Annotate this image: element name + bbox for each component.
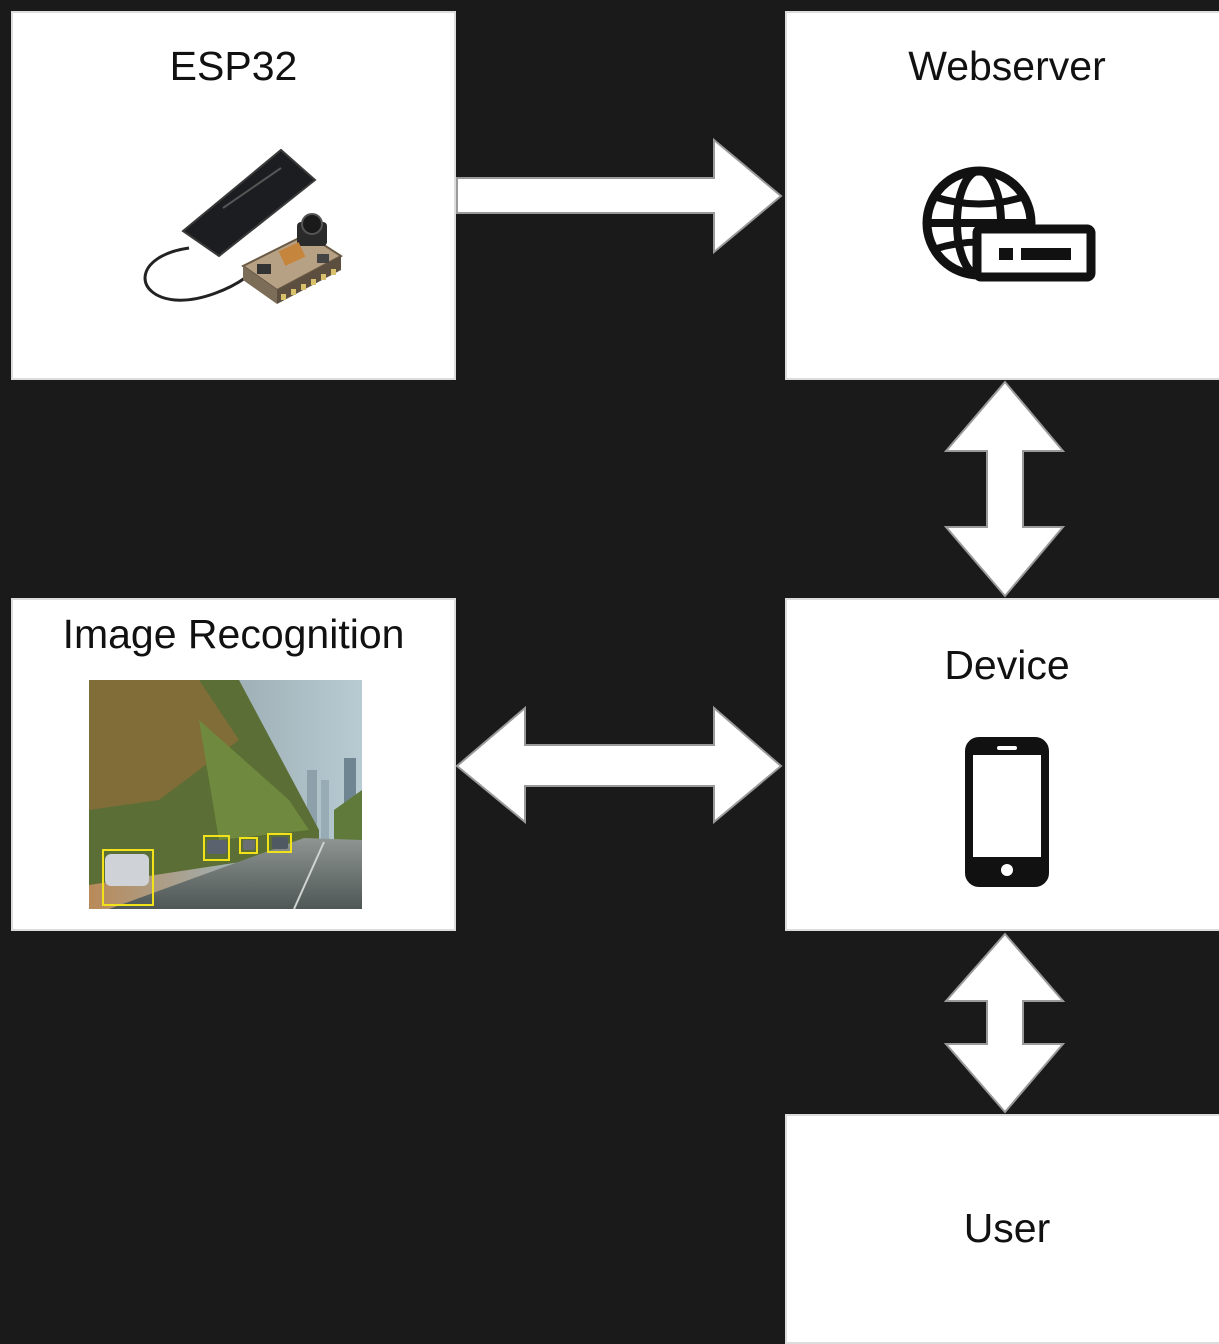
globe-server-icon [922,166,1096,282]
webserver-node: Webserver [785,11,1219,380]
esp32-board-image [143,148,343,304]
user-node: User [785,1114,1219,1344]
image-recognition-node: Image Recognition [11,598,456,931]
device-title: Device [944,642,1070,688]
device-node: Device [785,598,1219,931]
smartphone-icon [965,737,1049,887]
device-user-arrow [943,932,1066,1114]
esp32-title: ESP32 [169,43,298,89]
image-recognition-device-arrow [455,705,783,825]
user-title: User [963,1205,1051,1251]
image-recognition-title: Image Recognition [62,611,405,657]
webserver-device-arrow [943,380,1066,598]
esp32-node: ESP32 [11,11,456,380]
esp32-to-webserver-arrow [456,137,783,255]
webserver-title: Webserver [908,43,1106,89]
street-detection-image [89,680,362,909]
